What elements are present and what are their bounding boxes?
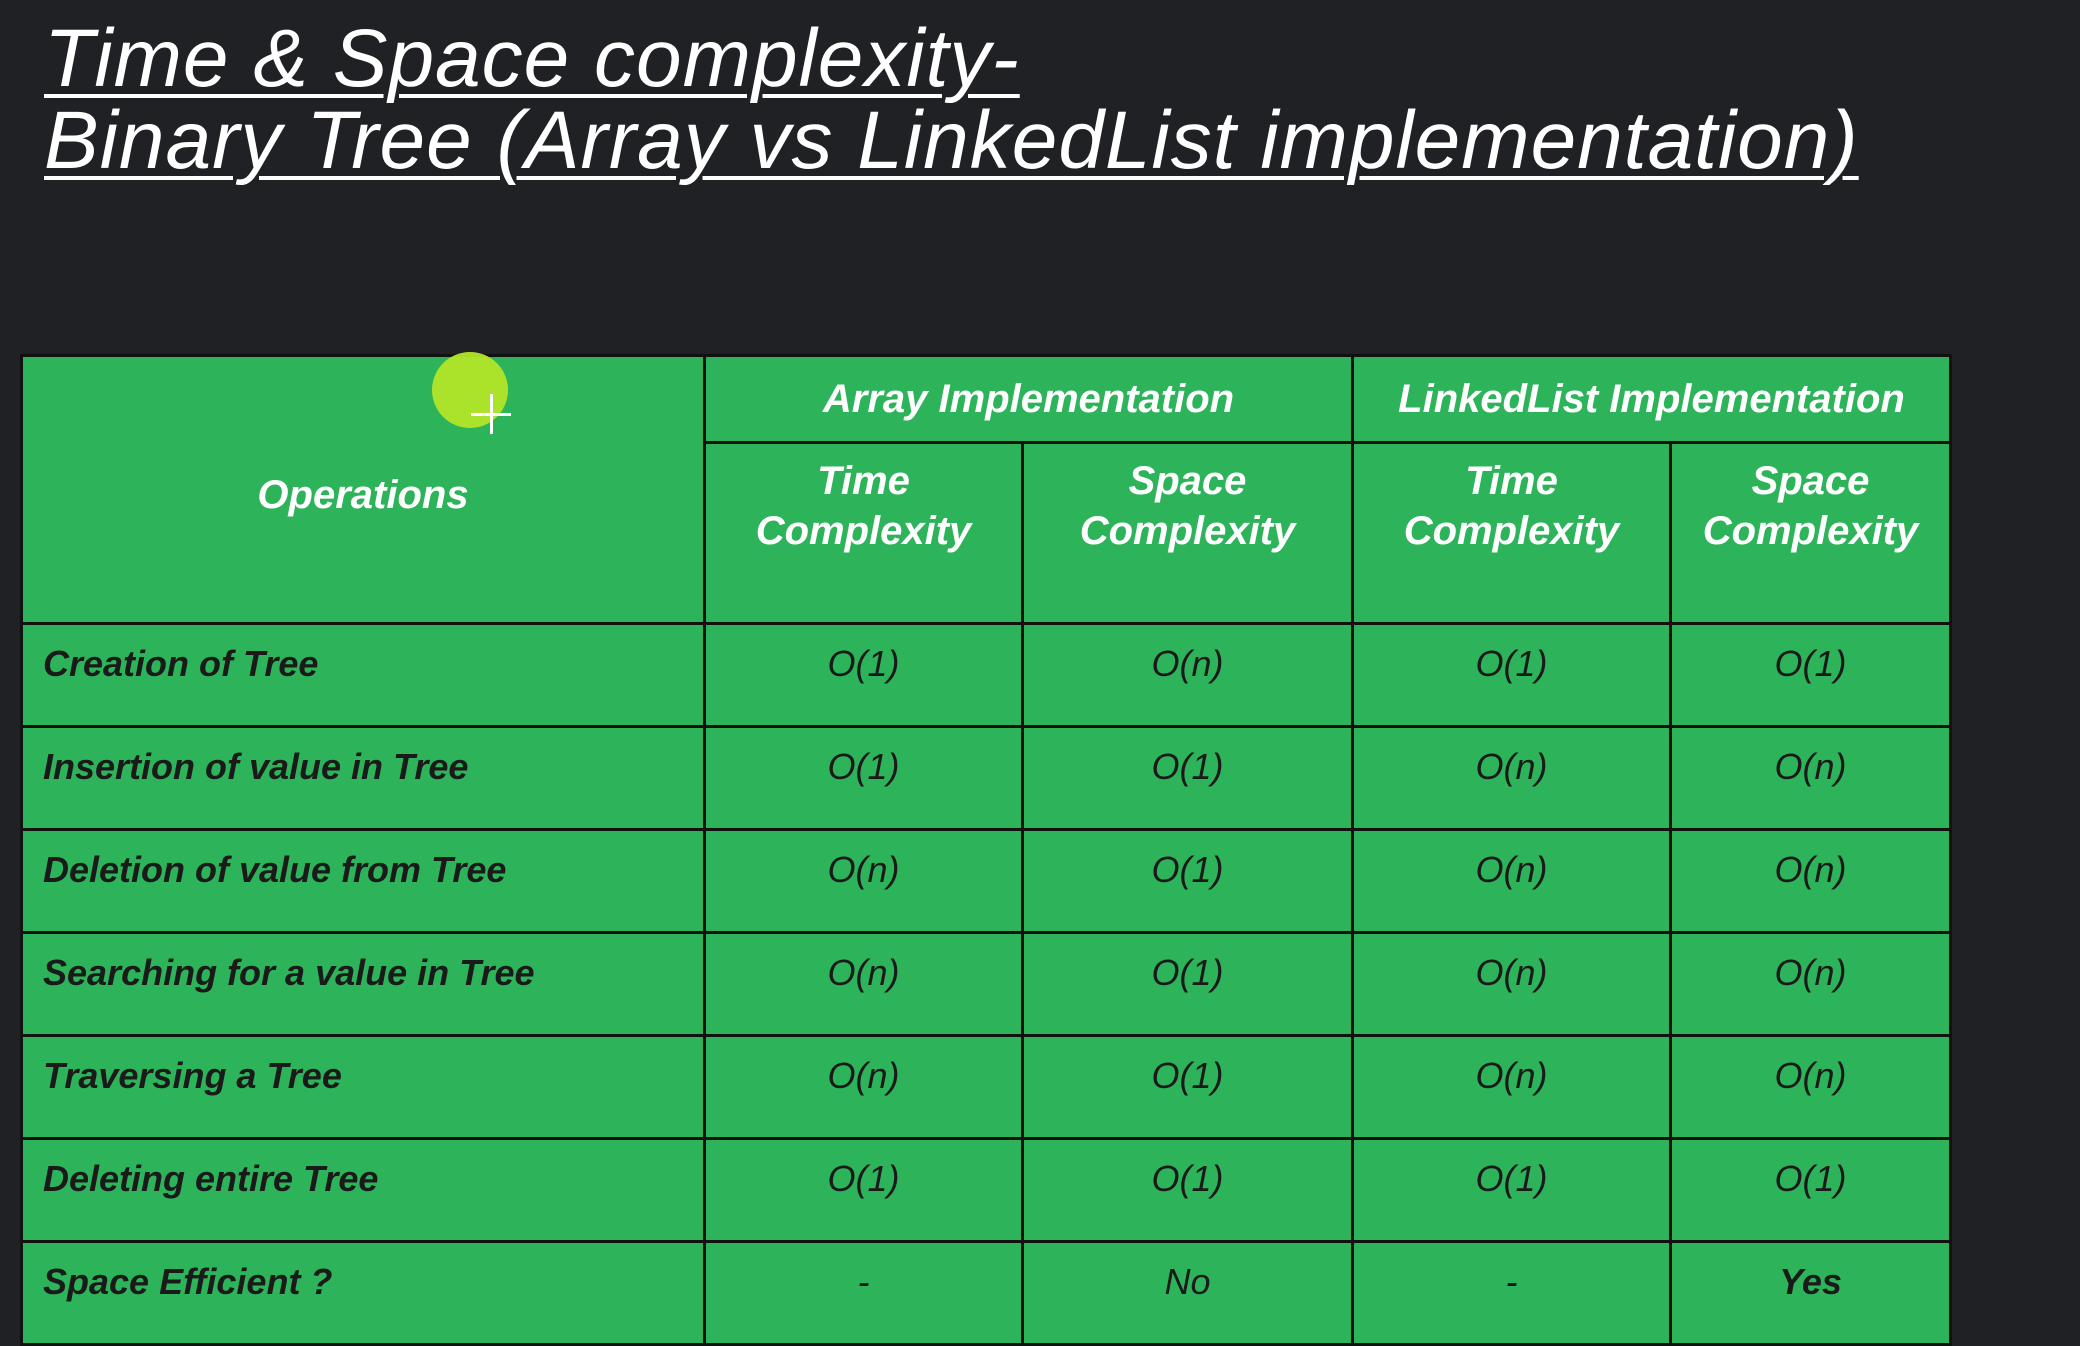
linkedlist-space-cell: O(n) xyxy=(1669,1034,1952,1140)
operation-label: Deleting entire Tree xyxy=(20,1137,706,1243)
pointer-highlight-icon xyxy=(432,352,508,428)
linkedlist-implementation-label: LinkedList Implementation xyxy=(1398,377,1905,421)
linkedlist-space-cell: O(1) xyxy=(1669,622,1952,728)
linkedlist-time-cell: O(n) xyxy=(1351,931,1672,1037)
array-space-cell: O(1) xyxy=(1021,1137,1354,1243)
table-row: Traversing a Tree O(n) O(1) O(n) O(n) xyxy=(20,1034,1952,1140)
array-space-complexity-header: Space Complexity xyxy=(1021,441,1354,625)
subheader-line-1: Space xyxy=(1128,459,1247,503)
subheader-line-2: Complexity xyxy=(1702,509,1919,553)
crosshair-icon xyxy=(490,394,493,434)
table-row: Insertion of value in Tree O(1) O(1) O(n… xyxy=(20,725,1952,831)
slide-title-line-2: Binary Tree (Array vs LinkedList impleme… xyxy=(44,95,1859,186)
array-space-cell: O(1) xyxy=(1021,725,1354,831)
array-time-cell: O(n) xyxy=(703,931,1024,1037)
array-space-cell: O(n) xyxy=(1021,622,1354,728)
linkedlist-space-cell: O(1) xyxy=(1669,1137,1952,1243)
table-row: Deletion of value from Tree O(n) O(1) O(… xyxy=(20,828,1952,934)
array-time-cell: O(1) xyxy=(703,622,1024,728)
array-implementation-label: Array Implementation xyxy=(822,377,1235,421)
array-time-cell: O(n) xyxy=(703,1034,1024,1140)
array-time-cell: O(1) xyxy=(703,1137,1024,1243)
operation-label: Searching for a value in Tree xyxy=(20,931,706,1037)
subheader-line-1: Space xyxy=(1751,459,1870,503)
array-time-cell: O(n) xyxy=(703,828,1024,934)
array-implementation-header: Array Implementation xyxy=(703,354,1354,444)
linkedlist-implementation-header: LinkedList Implementation xyxy=(1351,354,1952,444)
array-space-cell: O(1) xyxy=(1021,931,1354,1037)
operation-label: Insertion of value in Tree xyxy=(20,725,706,831)
subheader-line-2: Complexity xyxy=(755,509,972,553)
operations-header: Operations xyxy=(20,354,706,625)
linkedlist-time-complexity-header: Time Complexity xyxy=(1351,441,1672,625)
table-row: Space Efficient ? - No - Yes xyxy=(20,1240,1952,1346)
table-row: Searching for a value in Tree O(n) O(1) … xyxy=(20,931,1952,1037)
linkedlist-space-cell: Yes xyxy=(1669,1240,1952,1346)
operation-label: Space Efficient ? xyxy=(20,1240,706,1346)
linkedlist-time-cell: O(1) xyxy=(1351,622,1672,728)
table-row: Creation of Tree O(1) O(n) O(1) O(1) xyxy=(20,622,1952,728)
array-time-complexity-header: Time Complexity xyxy=(703,441,1024,625)
linkedlist-time-cell: O(n) xyxy=(1351,828,1672,934)
array-space-cell: O(1) xyxy=(1021,828,1354,934)
array-space-cell: No xyxy=(1021,1240,1354,1346)
operation-label: Creation of Tree xyxy=(20,622,706,728)
array-time-cell: - xyxy=(703,1240,1024,1346)
linkedlist-time-cell: - xyxy=(1351,1240,1672,1346)
slide-title-line-1: Time & Space complexity- xyxy=(44,13,1020,104)
subheader-line-1: Time xyxy=(817,459,910,503)
array-space-cell: O(1) xyxy=(1021,1034,1354,1140)
linkedlist-space-cell: O(n) xyxy=(1669,725,1952,831)
slide-title: Time & Space complexity- Binary Tree (Ar… xyxy=(44,18,1859,182)
linkedlist-space-complexity-header: Space Complexity xyxy=(1669,441,1952,625)
complexity-table: Operations Array Implementation LinkedLi… xyxy=(20,354,1952,1346)
linkedlist-time-cell: O(n) xyxy=(1351,1034,1672,1140)
sub-header-row: Time Complexity Space Complexity Time Co… xyxy=(22,441,1952,625)
linkedlist-space-cell: O(n) xyxy=(1669,828,1952,934)
linkedlist-time-cell: O(n) xyxy=(1351,725,1672,831)
linkedlist-time-cell: O(1) xyxy=(1351,1137,1672,1243)
linkedlist-space-cell: O(n) xyxy=(1669,931,1952,1037)
operation-label: Deletion of value from Tree xyxy=(20,828,706,934)
array-time-cell: O(1) xyxy=(703,725,1024,831)
subheader-line-2: Complexity xyxy=(1079,509,1296,553)
operations-header-label: Operations xyxy=(257,472,469,517)
subheader-line-1: Time xyxy=(1465,459,1558,503)
group-header-row: Operations Array Implementation LinkedLi… xyxy=(20,354,1952,625)
operation-label: Traversing a Tree xyxy=(20,1034,706,1140)
table-row: Deleting entire Tree O(1) O(1) O(1) O(1) xyxy=(20,1137,1952,1243)
subheader-line-2: Complexity xyxy=(1403,509,1620,553)
